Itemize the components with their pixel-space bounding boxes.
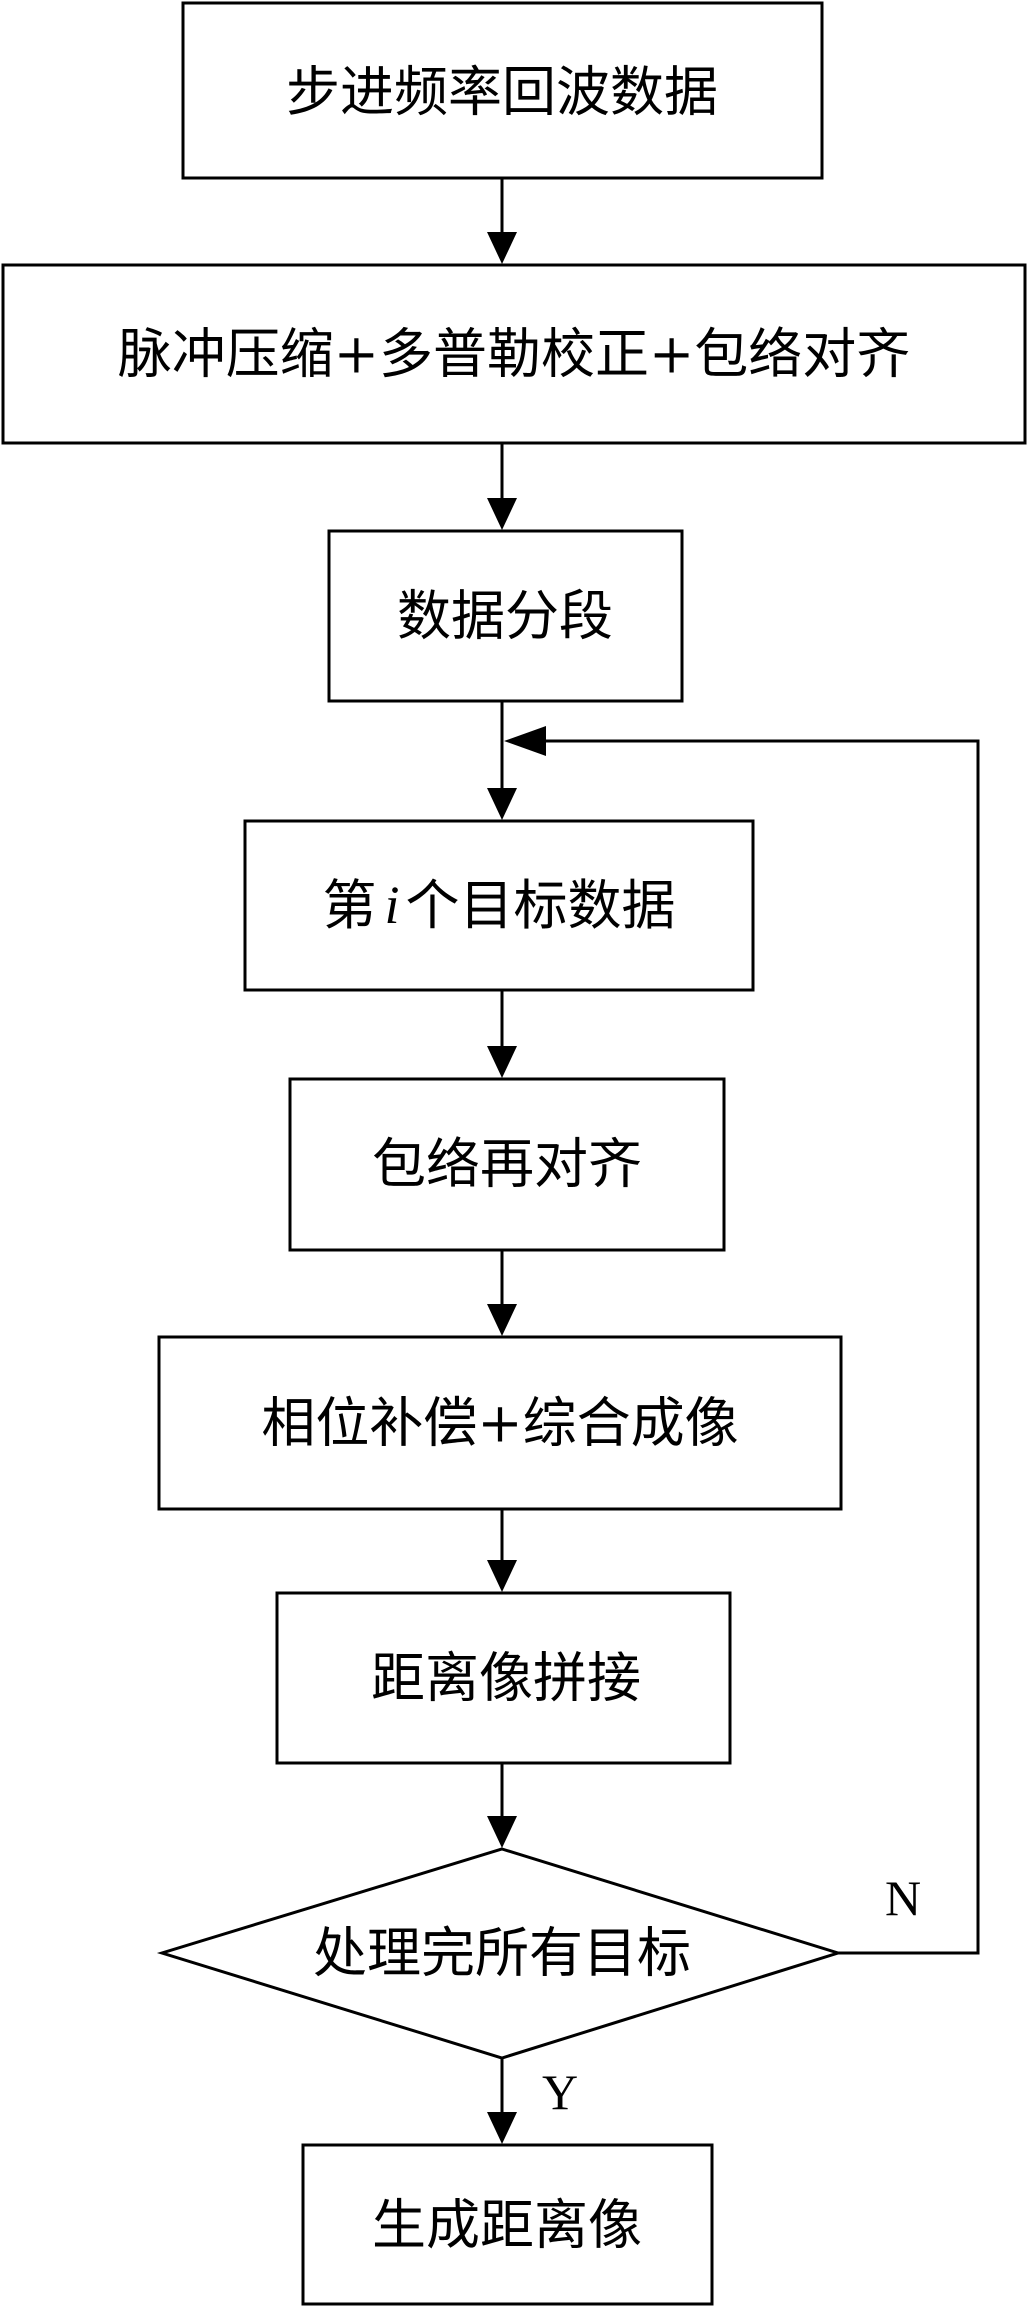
arrow-3 — [487, 701, 517, 820]
step-target-data-variable: i — [384, 875, 399, 935]
decision-all-targets-processed: 处理完所有目标 — [156, 1847, 844, 2060]
yes-branch-label: Y — [542, 2064, 578, 2120]
step-envelope-realign-label: 包络再对齐 — [372, 1133, 642, 1196]
step-range-profile-stitching-label: 距离像拼接 — [371, 1647, 641, 1710]
step-target-data-suffix: 个目标数据 — [406, 874, 676, 937]
step-generate-range-profile: 生成距离像 — [301, 2143, 714, 2306]
no-branch-label: N — [885, 1870, 921, 1926]
arrow-2 — [487, 443, 517, 530]
step-envelope-realign: 包络再对齐 — [288, 1077, 726, 1252]
arrow-1 — [487, 178, 517, 264]
step-generate-range-profile-label: 生成距离像 — [372, 2194, 642, 2257]
step-echo-data-label: 步进频率回波数据 — [286, 61, 718, 124]
loop-back-line — [504, 726, 980, 1955]
step-pulse-compression: 脉冲压缩+多普勒校正+包络对齐 — [1, 263, 1027, 445]
step-data-segmentation-label: 数据分段 — [397, 585, 613, 648]
decision-label: 处理完所有目标 — [313, 1922, 691, 1985]
step-pulse-compression-label: 脉冲压缩+多普勒校正+包络对齐 — [118, 323, 911, 386]
step-range-profile-stitching: 距离像拼接 — [275, 1591, 732, 1765]
arrow-5 — [487, 1250, 517, 1336]
arrow-yes — [487, 2058, 517, 2144]
arrow-4 — [487, 990, 517, 1078]
step-phase-compensation-label: 相位补偿+综合成像 — [261, 1392, 738, 1455]
step-echo-data: 步进频率回波数据 — [181, 1, 824, 180]
step-data-segmentation: 数据分段 — [327, 529, 684, 703]
step-target-data-prefix: 第 — [322, 874, 376, 937]
step-phase-compensation: 相位补偿+综合成像 — [157, 1335, 843, 1511]
arrow-7 — [487, 1763, 517, 1848]
arrow-6 — [487, 1509, 517, 1592]
